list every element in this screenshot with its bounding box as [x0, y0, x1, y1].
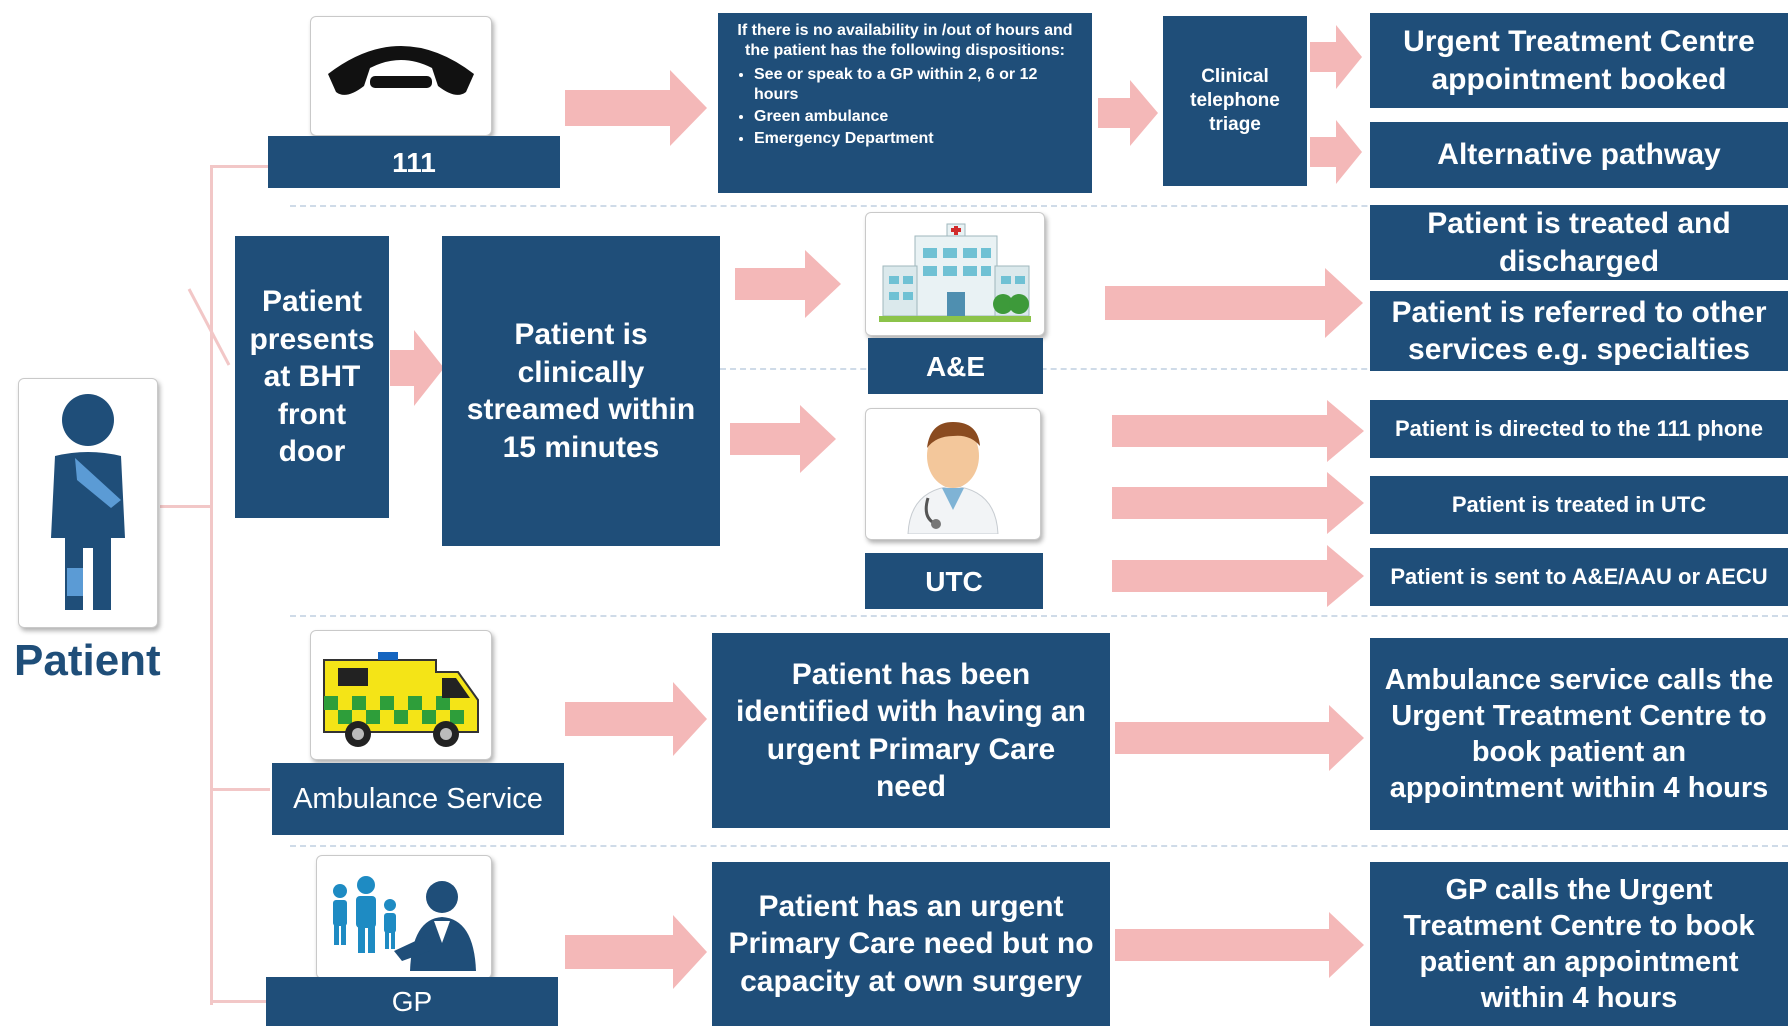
connector-patient	[160, 505, 213, 508]
arrow-presents-to-streamed	[390, 330, 444, 406]
arrow-ambulance-to-need	[565, 682, 707, 756]
connector-111	[210, 165, 270, 168]
gp-icon-card	[316, 855, 492, 979]
gp-need-box: Patient has an urgent Primary Care need …	[712, 862, 1110, 1026]
outcome-utc-booked: Urgent Treatment Centre appointment book…	[1370, 13, 1788, 108]
triage-box: Clinical telephone triage	[1163, 16, 1307, 186]
arrow-triage-to-alternative	[1310, 120, 1362, 184]
dispositions-item: Emergency Department	[754, 129, 1078, 149]
outcome-referred-other: Patient is referred to other services e.…	[1370, 291, 1788, 371]
outcome-sent-ae-aau: Patient is sent to A&E/AAU or AECU	[1370, 548, 1788, 606]
arrow-dispositions-to-triage	[1098, 80, 1158, 146]
connector-front-door	[187, 288, 231, 366]
dispositions-box: If there is no availability in /out of h…	[718, 13, 1092, 193]
arrow-triage-to-booked	[1310, 25, 1362, 89]
doctor-icon	[907, 422, 999, 534]
separator-3	[290, 615, 1788, 617]
label-ambulance-service: Ambulance Service	[272, 763, 564, 835]
ambulance-icon-card	[310, 630, 492, 760]
outcome-alternative-pathway: Alternative pathway	[1370, 122, 1788, 188]
separator-4	[290, 845, 1788, 847]
arrow-ae-to-outcomes	[1105, 268, 1363, 338]
dispositions-item: See or speak to a GP within 2, 6 or 12 h…	[754, 65, 1078, 105]
separator-1	[290, 205, 1788, 207]
arrow-utc-to-111-phone	[1112, 400, 1364, 462]
hospital-icon	[879, 223, 1031, 322]
separator-2	[720, 368, 1788, 370]
label-111: 111	[268, 136, 560, 188]
phone-icon-card	[310, 16, 492, 136]
label-utc: UTC	[865, 553, 1043, 609]
patient-label: Patient	[14, 636, 161, 685]
arrow-streamed-to-ae	[735, 250, 841, 318]
arrow-utc-to-ae-aau	[1112, 545, 1364, 607]
dispositions-list: See or speak to a GP within 2, 6 or 12 h…	[732, 65, 1078, 149]
connector-trunk	[210, 165, 213, 1005]
arrow-ambulance-need-to-outcome	[1115, 705, 1364, 771]
streamed-box: Patient is clinically streamed within 15…	[442, 236, 720, 546]
connector-gp	[210, 1000, 270, 1003]
phone-icon	[328, 46, 474, 95]
arrow-gp-need-to-outcome	[1115, 912, 1364, 978]
patient-icon	[51, 394, 125, 610]
patient-icon-card	[18, 378, 158, 628]
dispositions-intro: If there is no availability in /out of h…	[737, 22, 1073, 59]
outcome-treated-utc: Patient is treated in UTC	[1370, 476, 1788, 534]
arrow-streamed-to-utc	[730, 405, 836, 473]
ambulance-icon	[323, 652, 479, 747]
outcome-treated-discharged: Patient is treated and discharged	[1370, 205, 1788, 280]
arrow-gp-to-need	[565, 915, 707, 989]
outcome-ambulance-calls-utc: Ambulance service calls the Urgent Treat…	[1370, 638, 1788, 830]
label-ae: A&E	[868, 338, 1043, 394]
label-gp: GP	[266, 977, 558, 1026]
dispositions-item: Green ambulance	[754, 107, 1078, 127]
arrow-111-to-dispositions	[565, 70, 707, 146]
presents-front-door-box: Patient presents at BHT front door	[235, 236, 389, 518]
doctor-icon-card	[865, 408, 1041, 540]
connector-ambulance	[210, 788, 270, 791]
outcome-gp-calls-utc: GP calls the Urgent Treatment Centre to …	[1370, 862, 1788, 1026]
outcome-directed-111: Patient is directed to the 111 phone	[1370, 400, 1788, 458]
hospital-icon-card	[865, 212, 1045, 336]
gp-icon	[333, 876, 476, 971]
ambulance-need-box: Patient has been identified with having …	[712, 633, 1110, 828]
arrow-utc-to-treated	[1112, 472, 1364, 534]
